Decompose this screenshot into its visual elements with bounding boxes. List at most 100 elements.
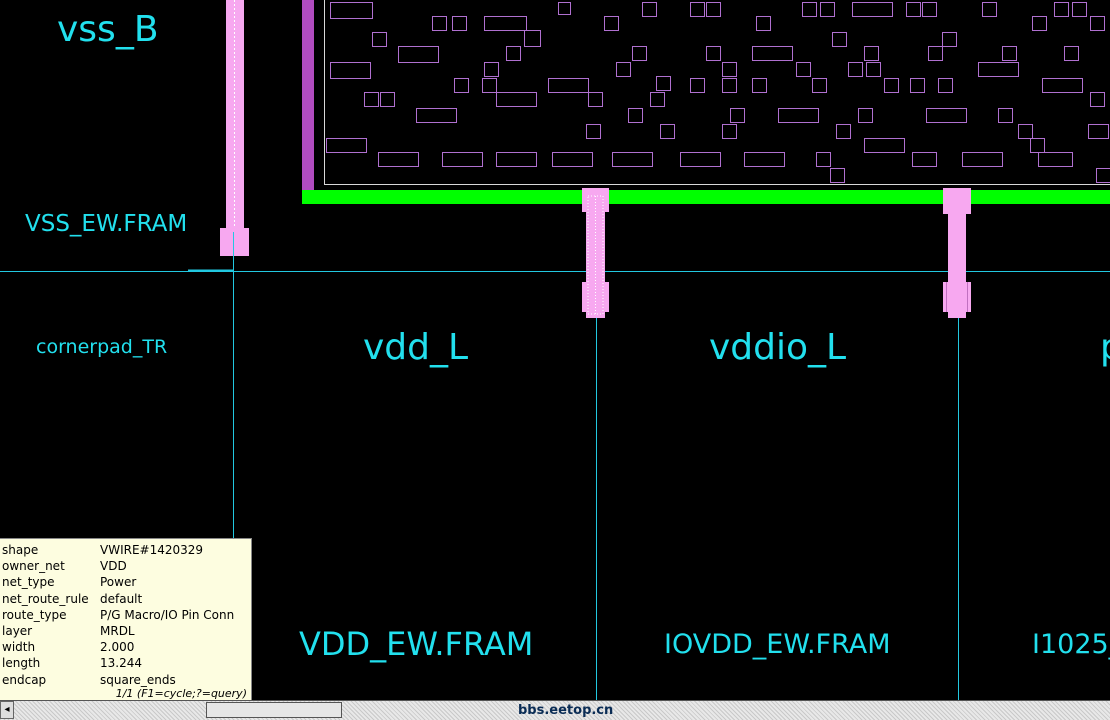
info-value: Power — [100, 575, 137, 590]
cell-outline — [848, 62, 863, 77]
cell-outline — [1064, 46, 1079, 61]
cell-outline — [616, 62, 631, 77]
cell-outline — [454, 78, 469, 93]
cell-outline — [604, 16, 619, 31]
cell-outline — [812, 78, 827, 93]
cell-outline — [588, 92, 603, 107]
scroll-left-arrow-icon[interactable]: ◂ — [0, 701, 14, 719]
info-key: net_route_rule — [2, 591, 89, 606]
cell-outline — [330, 2, 373, 19]
cell-outline — [816, 152, 831, 167]
info-key: owner_net — [2, 559, 65, 574]
cell-outline — [484, 16, 527, 31]
info-value: 13.244 — [100, 656, 142, 671]
info-value: P/G Macro/IO Pin Conn — [100, 607, 235, 622]
cell-outline — [484, 62, 499, 77]
i1025-partial-label: I1025_ — [1032, 629, 1110, 660]
cell-outline — [866, 62, 881, 77]
cell-outline — [832, 32, 847, 47]
scrollbar-thumb[interactable] — [206, 702, 342, 718]
cell-outline — [928, 46, 943, 61]
info-row: net_route_rule default — [0, 591, 234, 607]
cell-outline — [830, 168, 845, 183]
cell-outline — [612, 152, 653, 167]
cell-outline — [452, 16, 467, 31]
cell-outline — [852, 2, 893, 17]
cell-outline — [1090, 92, 1105, 107]
info-hint: 1/1 (F1=cycle;?=query) — [115, 687, 247, 700]
cell-outline — [628, 108, 643, 123]
cell-outline — [416, 108, 457, 123]
cell-outline — [730, 108, 745, 123]
cell-outline — [1030, 138, 1045, 153]
cell-outline — [938, 78, 953, 93]
cell-outline — [660, 124, 675, 139]
cell-outline — [690, 2, 705, 17]
cell-outline — [752, 78, 767, 93]
watermark-text: bbs.eetop.cn — [518, 703, 614, 718]
cell-outline — [680, 152, 721, 167]
info-row: shape VWIRE#1420329 — [0, 542, 234, 558]
cell-outline — [432, 16, 447, 31]
cell-outline — [706, 2, 721, 17]
cell-outline — [1042, 78, 1083, 93]
cell-outline — [906, 2, 921, 17]
cell-outline — [942, 32, 957, 47]
cell-outline — [752, 46, 793, 61]
horizontal-scrollbar[interactable]: ◂ bbs.eetop.cn — [0, 700, 1110, 720]
layout-canvas[interactable] — [0, 0, 1110, 700]
cell-outline — [326, 138, 367, 153]
cell-outline — [1090, 16, 1105, 31]
cell-outline — [1088, 124, 1109, 139]
vddio-pin-connection[interactable] — [943, 188, 971, 318]
cell-outline — [1096, 168, 1110, 183]
vss-pin-pad[interactable] — [220, 228, 249, 256]
info-value: default — [100, 591, 143, 606]
cell-outline — [330, 62, 371, 79]
core-left-edge — [302, 0, 314, 200]
info-key: shape — [2, 543, 39, 558]
cell-outline — [524, 30, 541, 47]
cell-outline — [744, 152, 785, 167]
info-value: 2.000 — [100, 640, 135, 655]
info-value: VDD — [100, 559, 127, 574]
green-power-rail[interactable] — [302, 190, 1110, 204]
info-row: owner_net VDD — [0, 558, 234, 574]
cell-outline — [1032, 16, 1047, 31]
cell-outline — [926, 108, 967, 123]
cell-outline — [442, 152, 483, 167]
query-info-panel: shape VWIRE#1420329 owner_net VDD net_type Po… — [0, 538, 252, 701]
cell-outline — [496, 92, 537, 107]
info-value: VWIRE#1420329 — [100, 543, 204, 558]
cell-outline — [756, 16, 771, 31]
cell-outline — [912, 152, 937, 167]
cell-outline — [778, 108, 819, 123]
cell-outline — [642, 2, 657, 17]
cell-outline — [802, 2, 817, 17]
cell-outline — [586, 124, 601, 139]
info-key: layer — [2, 624, 33, 639]
info-row: route_type P/G Macro/IO Pin Conn — [0, 607, 234, 623]
vdd-pin-connection[interactable] — [582, 188, 609, 318]
cell-outline — [864, 138, 905, 153]
cell-outline — [998, 108, 1013, 123]
info-table: shape VWIRE#1420329 owner_net VDD net_type Po… — [0, 542, 234, 688]
cell-outline — [632, 46, 647, 61]
vdd-l-label: vdd_L — [363, 327, 469, 368]
info-row: net_type Power — [0, 574, 234, 590]
partial-pad-label: p — [1100, 330, 1110, 366]
standard-cells — [326, 2, 1110, 183]
vddio-l-label: vddio_L — [709, 327, 847, 368]
cell-outline — [1018, 124, 1033, 139]
cell-outline — [548, 78, 589, 93]
cell-outline — [706, 46, 721, 61]
info-key: endcap — [2, 672, 47, 687]
info-key: route_type — [2, 607, 67, 622]
cell-outline — [858, 108, 873, 123]
info-key: net_type — [2, 575, 55, 590]
cell-outline — [1054, 2, 1069, 17]
cell-outline — [482, 78, 497, 93]
cell-outline — [558, 2, 571, 15]
cell-outline — [978, 62, 1019, 77]
